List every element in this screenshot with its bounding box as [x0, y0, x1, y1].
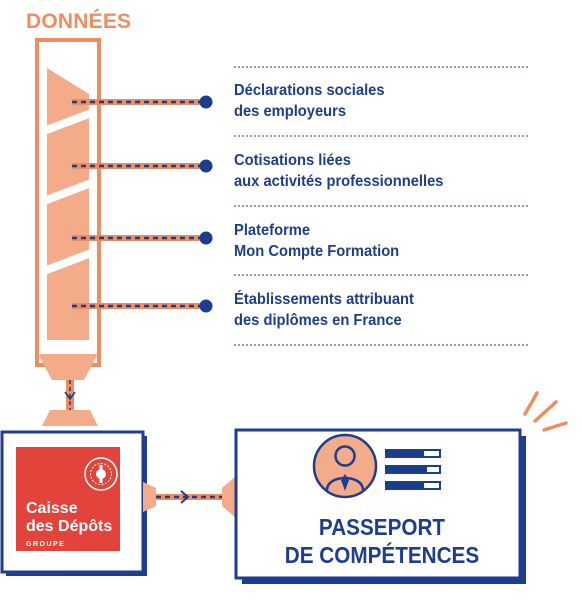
- seal-logo-icon: [84, 457, 118, 491]
- source-label-line: Mon Compte Formation: [234, 243, 400, 260]
- source-label-training-platform: Plateforme Mon Compte Formation: [234, 220, 399, 262]
- highlight-strokes-icon: [523, 391, 568, 432]
- source-label-line: Établissements attribuant: [234, 291, 414, 308]
- organization-name: Caisse des Dépôts: [26, 500, 112, 536]
- source-label-line: aux activités professionnelles: [234, 173, 444, 190]
- organization-name-line: Caisse: [26, 500, 78, 517]
- source-connector-1: [72, 95, 213, 109]
- source-connector-3: [72, 231, 213, 245]
- organization-logo: [16, 447, 120, 551]
- person-profile-icon: [312, 433, 378, 499]
- data-funnel: [35, 38, 101, 426]
- source-label-line: Cotisations liées: [234, 152, 351, 169]
- data-title: DONNÉES: [26, 10, 132, 33]
- output-title: PASSEPORT DE COMPÉTENCES: [260, 513, 505, 569]
- output-connector: [143, 476, 236, 518]
- source-label-line: des employeurs: [234, 103, 347, 120]
- output-title-line: DE COMPÉTENCES: [284, 542, 480, 568]
- source-connector-2: [72, 159, 213, 173]
- source-separators: [234, 66, 528, 346]
- source-label-employer-declarations: Déclarations sociales des employeurs: [234, 80, 385, 122]
- organization-box: [0, 430, 147, 576]
- output-title-line: PASSEPORT: [318, 514, 446, 540]
- source-label-line: des diplômes en France: [234, 312, 402, 329]
- skill-bars-icon: [385, 449, 441, 490]
- source-label-diploma-institutions: Établissements attribuant des diplômes e…: [234, 289, 414, 331]
- organization-name-line: des Dépôts: [26, 518, 113, 535]
- output-box: [234, 428, 526, 584]
- source-connector-4: [72, 299, 213, 313]
- source-label-contributions: Cotisations liées aux activités professi…: [234, 150, 443, 192]
- source-label-line: Plateforme: [234, 222, 311, 239]
- source-label-line: Déclarations sociales: [234, 82, 385, 99]
- organization-group-label: GROUPE: [26, 541, 66, 548]
